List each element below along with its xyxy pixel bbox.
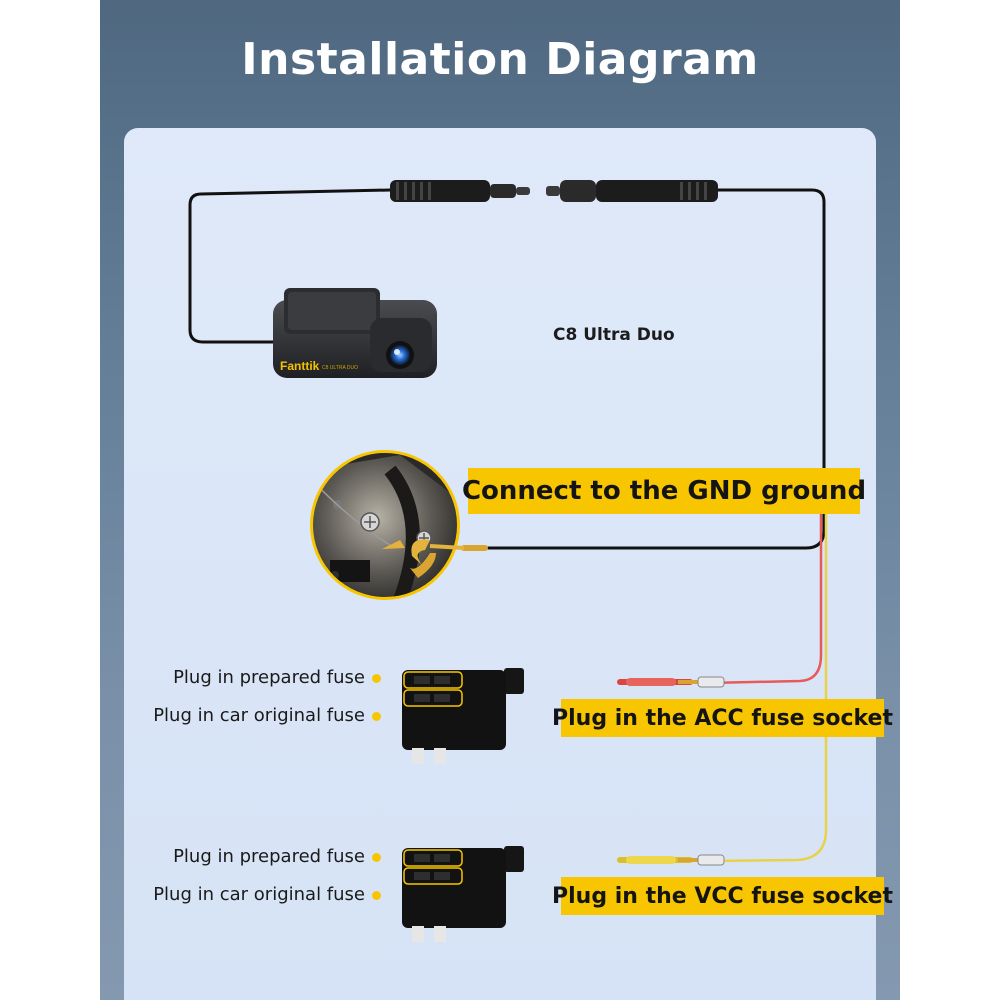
camera-model-label: C8 Ultra Duo [553,325,675,345]
acc-fuse-tap-icon [402,668,524,764]
camera-body-text: C8 ULTRA DUO [322,365,358,371]
cable-connector-left [390,180,530,202]
vcc-original-pointer-dot [372,891,381,900]
vcc-fuse-tap-icon [402,846,524,942]
vcc-prepared-fuse-label: Plug in prepared fuse [173,846,365,867]
vcc-original-fuse-label: Plug in car original fuse [153,884,365,905]
vcc-prepared-pointer-dot [372,853,381,862]
red-acc-wire [617,505,823,688]
acc-prepared-pointer-dot [372,674,381,683]
diagram-stage: Installation Diagram [100,0,900,1000]
yellow-vcc-wire [617,505,828,866]
gnd-banner: Connect to the GND ground [462,468,866,514]
acc-banner: Plug in the ACC fuse socket [552,699,893,737]
page-title: Installation Diagram [241,34,759,85]
wiring-diagram: Fanttik C8 ULTRA DUO [188,180,828,942]
ground-photo-inset [310,450,460,600]
acc-original-pointer-dot [372,712,381,721]
cable-connector-right [546,180,718,202]
acc-original-fuse-label: Plug in car original fuse [153,705,365,726]
ground-fork-terminal-icon [410,539,488,578]
camera-brand-text: Fanttik [280,359,320,373]
dash-cam: Fanttik C8 ULTRA DUO [273,288,437,378]
black-power-cable [188,188,826,550]
vcc-banner: Plug in the VCC fuse socket [552,877,893,915]
acc-prepared-fuse-label: Plug in prepared fuse [173,667,365,688]
